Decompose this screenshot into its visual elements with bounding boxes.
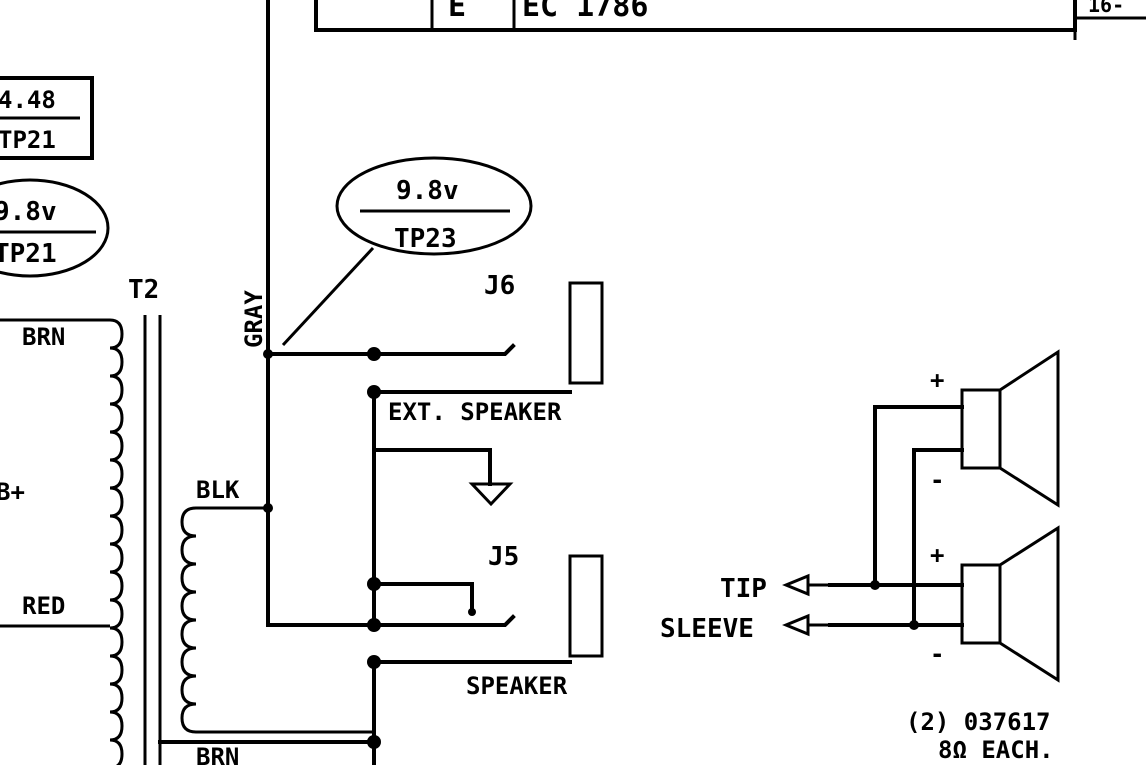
secondary-top-label: BLK xyxy=(196,476,240,504)
speaker-bottom-minus: - xyxy=(930,640,944,668)
tp23-oval-top: 9.8v xyxy=(396,176,459,206)
primary-bottom-label: RED xyxy=(22,592,65,620)
speaker-top-plus: + xyxy=(930,366,944,394)
speaker-part-line1: (2) 037617 xyxy=(906,708,1051,736)
title-block: E EC 1786 16- xyxy=(314,0,1146,40)
gray-label: GRAY xyxy=(240,290,268,348)
title-rev: E xyxy=(448,0,466,24)
tp21-box-bottom: TP21 xyxy=(0,126,56,154)
j5-ref: J5 xyxy=(488,542,519,572)
jack-j6: J6 EXT. SPEAKER xyxy=(367,271,604,627)
tp21-box: 4.48 TP21 xyxy=(0,76,94,160)
speaker-bottom: + - xyxy=(930,525,1060,683)
tp23-oval-bottom: TP23 xyxy=(394,224,457,254)
primary-mid-label: B+ xyxy=(0,478,25,506)
tp21-oval-top: 9.8v xyxy=(0,197,57,227)
tip-label: TIP xyxy=(720,574,767,604)
transformer-ref: T2 xyxy=(128,275,159,305)
jack-j5: J5 SPEAKER xyxy=(158,542,604,765)
plug: TIP SLEEVE xyxy=(660,405,964,644)
sleeve-label: SLEEVE xyxy=(660,614,754,644)
transformer-t2: T2 BRN B+ RED BLK BRN xyxy=(0,275,374,765)
j6-ref: J6 xyxy=(484,271,515,301)
title-ec-number: EC 1786 xyxy=(522,0,648,24)
tp21-oval-bottom: TP21 xyxy=(0,239,57,269)
speaker-top: + - xyxy=(930,349,1060,508)
title-fragment: 16- xyxy=(1088,0,1124,17)
tp21-box-top: 4.48 xyxy=(0,86,56,114)
tp23-oval: 9.8v TP23 xyxy=(281,156,533,347)
tp21-oval: 9.8v TP21 xyxy=(0,178,110,278)
speaker-part-line2: 8Ω EACH. xyxy=(938,736,1054,764)
primary-top-label: BRN xyxy=(22,323,65,351)
speaker-top-minus: - xyxy=(930,466,944,494)
speaker-bottom-plus: + xyxy=(930,541,944,569)
secondary-bottom-label: BRN xyxy=(196,743,239,765)
j5-label: SPEAKER xyxy=(466,672,568,700)
j6-label: EXT. SPEAKER xyxy=(388,398,562,426)
gray-wire: GRAY xyxy=(240,0,516,627)
